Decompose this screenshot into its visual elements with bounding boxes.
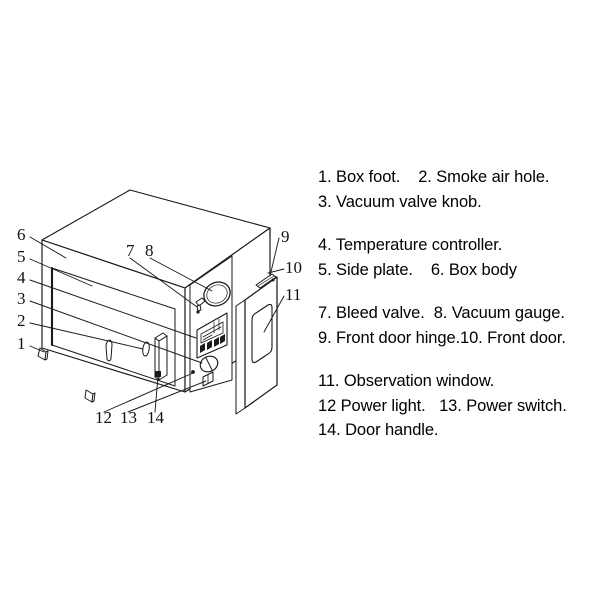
- callout-bleed-valve: 7: [126, 241, 135, 260]
- legend-group-2: 4. Temperature controller. 5. Side plate…: [318, 233, 600, 282]
- legend-group-4: 11. Observation window. 12 Power light. …: [318, 369, 600, 443]
- power-switch: [202, 371, 214, 387]
- legend-line: 3. Vacuum valve knob.: [318, 192, 482, 211]
- callout-smoke-air-hole: 2: [17, 311, 26, 330]
- legend-line: 11. Observation window.: [318, 372, 495, 390]
- legend-group-3: 7. Bleed valve. 8. Vacuum gauge. 9. Fron…: [318, 301, 600, 350]
- leader-12: [103, 372, 194, 413]
- door-handle: [154, 332, 168, 381]
- callout-door-handle: 14: [147, 408, 165, 427]
- legend-line: 7. Bleed valve. 8. Vacuum gauge.: [318, 304, 565, 322]
- leader-8: [149, 257, 213, 292]
- legend-group-1: 1. Box foot. 2. Smoke air hole. 3. Vacuu…: [318, 165, 600, 214]
- callout-numbers: 1 2 3 4 5 6 7 8 9 10 11 12 13 14: [17, 225, 302, 427]
- leader-6: [29, 236, 67, 259]
- leader-14: [154, 375, 159, 413]
- leader-5: [29, 258, 93, 287]
- front-door-hinge: [255, 273, 277, 289]
- callout-box-foot: 1: [17, 334, 26, 353]
- temperature-controller: [196, 312, 228, 359]
- leader-13: [127, 380, 207, 413]
- vacuum-valve-knob: [199, 355, 219, 373]
- box-foot-rear: [84, 389, 96, 403]
- legend-line: 9. Front door hinge.10. Front door.: [318, 328, 566, 347]
- leader-lines: [29, 236, 285, 413]
- callout-box-body: 6: [17, 225, 26, 244]
- leader-9: [269, 237, 280, 277]
- leader-4: [29, 279, 197, 339]
- legend-line: 4. Temperature controller.: [318, 236, 503, 254]
- callout-observation-window: 11: [285, 285, 301, 304]
- callout-temperature-controller: 4: [17, 268, 26, 287]
- observation-window: [251, 303, 273, 364]
- side-plate: [50, 266, 176, 387]
- legend-line: 14. Door handle.: [318, 421, 439, 439]
- legend-line: 1. Box foot. 2. Smoke air hole.: [318, 168, 550, 186]
- legend-line: 5. Side plate. 6. Box body: [318, 260, 517, 279]
- oven-diagram: 1 2 3 4 5 6 7 8 9 10 11 12 13 14: [17, 189, 302, 427]
- callout-side-plate: 5: [17, 247, 26, 266]
- leader-10: [267, 268, 285, 274]
- callout-power-light: 12: [95, 408, 112, 427]
- callout-vacuum-valve-knob: 3: [17, 289, 26, 308]
- leader-11: [263, 295, 285, 333]
- parts-legend: 1. Box foot. 2. Smoke air hole. 3. Vacuu…: [318, 165, 600, 443]
- leader-7: [129, 257, 198, 308]
- control-panel: [189, 255, 233, 393]
- leader-2: [29, 322, 144, 350]
- callout-front-door: 10: [285, 258, 302, 277]
- legend-line: 12 Power light. 13. Power switch.: [318, 396, 567, 415]
- vacuum-gauge: [203, 281, 231, 307]
- leader-1: [29, 345, 45, 353]
- callout-power-switch: 13: [120, 408, 137, 427]
- leader-3: [29, 300, 203, 364]
- callout-vacuum-gauge: 8: [145, 241, 154, 260]
- box-foot-front: [37, 347, 49, 361]
- callout-front-door-hinge: 9: [281, 227, 290, 246]
